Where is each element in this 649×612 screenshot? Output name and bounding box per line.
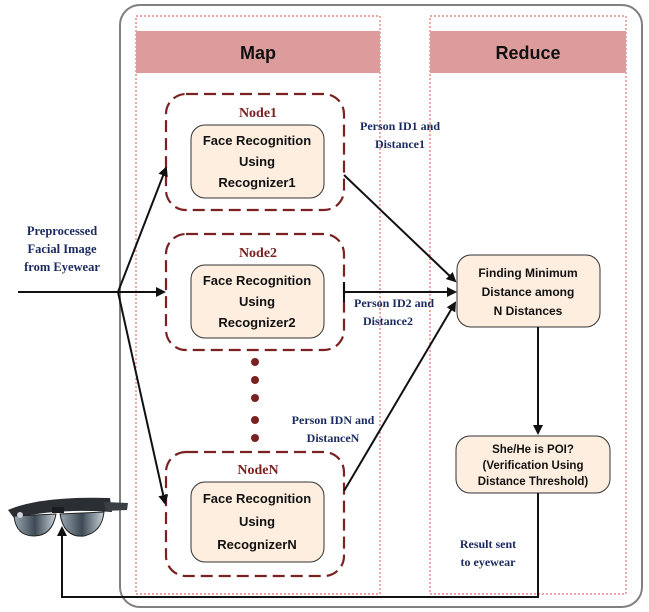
ellipsis-dot bbox=[251, 434, 259, 442]
reduce-column bbox=[429, 15, 627, 595]
result-feedback-path bbox=[57, 493, 539, 598]
find-minimum-line-1: Finding Minimum bbox=[478, 266, 577, 280]
node-2-process bbox=[190, 264, 325, 339]
connectors bbox=[18, 166, 543, 598]
more-nodes-ellipsis bbox=[251, 358, 259, 442]
node-1: Node1 Face Recognition Using Recognizer1 bbox=[164, 92, 346, 212]
input-label-line-2: Facial Image bbox=[27, 242, 97, 256]
node-n-line-1: Face Recognition bbox=[203, 491, 311, 506]
node-2-title: Node2 bbox=[239, 246, 277, 261]
ellipsis-dot bbox=[251, 358, 259, 366]
arrow-to-noden bbox=[117, 291, 169, 505]
ellipsis-dot bbox=[251, 394, 259, 402]
find-minimum-line-2: Distance among bbox=[482, 285, 575, 299]
input-label-line-3: from Eyewear bbox=[24, 260, 100, 274]
node-n-process bbox=[190, 481, 325, 563]
node-n-title: NodeN bbox=[237, 463, 278, 478]
arrow-node1-to-min bbox=[343, 174, 457, 283]
node-n: NodeN Face Recognition Using RecognizerN bbox=[164, 450, 346, 578]
verification-line-1: She/He is POI? bbox=[492, 444, 574, 456]
node-1-line-2: Using bbox=[239, 154, 275, 169]
edge-label-node2-line-1: Person ID2 and bbox=[354, 296, 434, 310]
verification-line-3: Distance Threshold) bbox=[478, 476, 589, 488]
ellipsis-dot bbox=[251, 416, 259, 424]
map-header bbox=[136, 31, 380, 73]
node-2: Node2 Face Recognition Using Recognizer2 bbox=[164, 232, 346, 352]
reduce-header-label: Reduce bbox=[495, 43, 560, 63]
reduce-header bbox=[430, 31, 626, 73]
find-minimum-step: Finding Minimum Distance among N Distanc… bbox=[456, 254, 601, 328]
node-n-boundary bbox=[164, 450, 346, 578]
map-column bbox=[135, 15, 381, 595]
map-header-label: Map bbox=[240, 43, 276, 63]
input-label-line-1: Preprocessed bbox=[27, 224, 97, 238]
node-1-title: Node1 bbox=[239, 106, 277, 121]
node-1-boundary bbox=[164, 92, 346, 212]
arrow-noden-to-min bbox=[343, 301, 457, 492]
edge-label-node2-line-2: Distance2 bbox=[363, 314, 413, 328]
outer-frame bbox=[119, 4, 643, 608]
node-2-line-1: Face Recognition bbox=[203, 273, 311, 288]
smart-glasses-icon bbox=[8, 497, 128, 537]
node-1-line-1: Face Recognition bbox=[203, 133, 311, 148]
arrow-to-node1 bbox=[117, 166, 168, 293]
ellipsis-dot bbox=[251, 376, 259, 384]
node-1-process bbox=[190, 124, 325, 199]
edge-label-node1-line-2: Distance1 bbox=[375, 137, 425, 151]
node-2-line-3: Recognizer2 bbox=[218, 315, 295, 330]
verification-line-2: (Verification Using bbox=[483, 460, 584, 472]
result-label-line-2: to eyewear bbox=[461, 555, 517, 569]
result-label-line-1: Result sent bbox=[460, 537, 516, 551]
find-minimum-line-3: N Distances bbox=[494, 304, 563, 318]
verification-step: She/He is POI? (Verification Using Dista… bbox=[455, 435, 611, 494]
node-2-line-2: Using bbox=[239, 294, 275, 309]
edge-label-node1-line-1: Person ID1 and bbox=[360, 119, 440, 133]
edge-label-noden-line-1: Person IDN and bbox=[292, 413, 375, 427]
edge-label-noden-line-2: DistanceN bbox=[307, 431, 360, 445]
node-n-line-3: RecognizerN bbox=[217, 537, 296, 552]
node-1-line-3: Recognizer1 bbox=[218, 175, 295, 190]
find-minimum-box bbox=[456, 254, 601, 328]
node-n-line-2: Using bbox=[239, 514, 275, 529]
verification-box bbox=[455, 435, 611, 494]
